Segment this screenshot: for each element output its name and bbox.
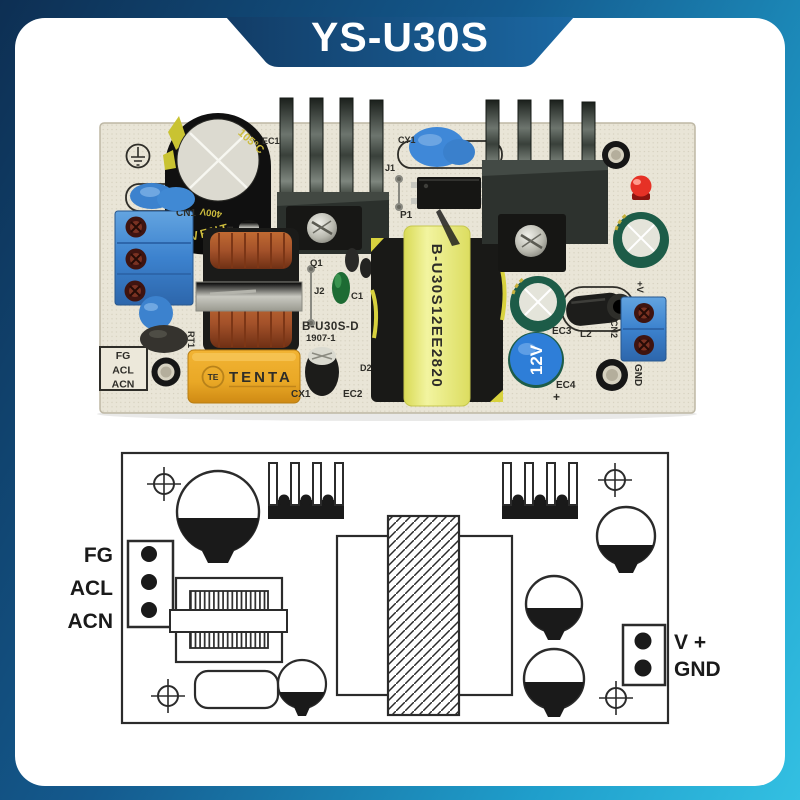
earth-symbol-icon bbox=[125, 143, 151, 169]
transformer: B-U30S12EE2820 bbox=[370, 225, 507, 407]
cap-rating-label: 400V bbox=[199, 205, 223, 219]
cx1-label: CX1 bbox=[291, 389, 311, 400]
gnd-silk: GND bbox=[632, 364, 643, 386]
mount-symbol-br bbox=[599, 681, 633, 715]
choke-clamp-band bbox=[195, 281, 303, 312]
mount-hole-tr bbox=[602, 141, 630, 169]
d2-label: D2 bbox=[360, 363, 372, 373]
twelve-v-label: 12V bbox=[527, 344, 546, 375]
thermistor-rt1 bbox=[140, 325, 188, 353]
small-cap-ec2 bbox=[305, 347, 339, 396]
rt1-label: RT1 bbox=[186, 331, 196, 348]
l2-label: L2 bbox=[580, 329, 592, 340]
transistor-q1 bbox=[345, 248, 372, 278]
output-terminal-cn2 bbox=[620, 296, 667, 362]
diagram-small-cap bbox=[276, 658, 328, 716]
heatsink-right bbox=[482, 99, 608, 272]
cn1-label: CN1 bbox=[176, 208, 196, 219]
diagram-heatsink-left bbox=[268, 462, 344, 519]
diagram-transformer bbox=[335, 514, 514, 717]
diagram-heatsink-right bbox=[502, 462, 578, 519]
led-red bbox=[630, 175, 652, 200]
film-capacitor-tenta: TE TENTA bbox=[187, 349, 301, 404]
cn2-label: CN2 bbox=[609, 320, 619, 338]
output-cap-ec4: 12V bbox=[508, 332, 564, 388]
input-terminal-cn1 bbox=[114, 210, 194, 306]
mount-symbols bbox=[147, 463, 633, 715]
acl-silk: ACL bbox=[112, 365, 134, 377]
mount-hole-br bbox=[596, 359, 628, 391]
vplus-silk: +V bbox=[634, 281, 645, 294]
diagram-output-terminal bbox=[621, 623, 667, 687]
tenta-brand: TENTA bbox=[229, 369, 293, 386]
diagram-acn-label: ACN bbox=[68, 610, 114, 633]
diagram-fg-label: FG bbox=[84, 544, 113, 567]
q1-label: Q1 bbox=[310, 258, 323, 269]
input-label-box-text: FG ACL ACN bbox=[112, 350, 135, 391]
title-banner bbox=[226, 17, 574, 67]
page-title: YS-U30S bbox=[311, 14, 489, 60]
diagram-cap-tr bbox=[595, 505, 657, 573]
diagram-input-terminal bbox=[126, 539, 175, 629]
c1-label: C1 bbox=[351, 291, 364, 302]
mount-symbol-tr bbox=[598, 463, 632, 497]
common-mode-choke bbox=[195, 228, 303, 352]
diagram-gnd-label: GND bbox=[674, 658, 721, 681]
green-cap-c1 bbox=[332, 272, 350, 304]
blue-disc-capacitors bbox=[130, 183, 195, 330]
input-label-box bbox=[99, 346, 148, 391]
ec4-label: EC4 bbox=[556, 380, 576, 391]
banner-tab-shape bbox=[226, 17, 574, 67]
ec1-label: EC1 bbox=[262, 136, 280, 146]
diagram-vplus-label: V + bbox=[674, 631, 706, 654]
fg-silk: FG bbox=[116, 350, 131, 362]
diagram-cap-mid bbox=[524, 574, 584, 640]
plus-output-label: + bbox=[553, 390, 560, 404]
diagram-choke bbox=[169, 576, 288, 664]
ec2-label: EC2 bbox=[343, 389, 363, 400]
pcb-photo: 105°C 400V VENT EC1 CN1 bbox=[97, 97, 697, 421]
mount-hole-bl bbox=[151, 357, 181, 387]
silkscreen-outlines bbox=[99, 140, 635, 391]
tenta-logo: TE bbox=[208, 372, 219, 382]
acn-silk: ACN bbox=[112, 379, 135, 391]
j2-label: J2 bbox=[314, 286, 325, 297]
j1-label: J1 bbox=[385, 163, 395, 173]
diagram-bulk-cap bbox=[175, 469, 261, 563]
output-cap-ec5 bbox=[613, 212, 669, 268]
jumper-wires bbox=[307, 175, 403, 327]
disc-cap-cy1 bbox=[409, 127, 475, 167]
diagram-cap-bot bbox=[522, 647, 586, 717]
diagram-acl-label: ACL bbox=[70, 577, 113, 600]
ec3-label: EC3 bbox=[552, 326, 572, 337]
output-cap-ec3 bbox=[510, 276, 566, 332]
transformer-label: B-U30S12EE2820 bbox=[428, 244, 445, 388]
p1-label: P1 bbox=[400, 210, 413, 221]
board-date: 1907-1 bbox=[306, 333, 336, 344]
mount-symbol-bl bbox=[151, 679, 185, 713]
terminal-screws bbox=[124, 216, 147, 302]
board-model: B-U30S-D bbox=[302, 321, 359, 333]
pcb-diagram: FG ACL ACN V + GND bbox=[68, 451, 721, 725]
mount-symbol-tl bbox=[147, 467, 181, 501]
cy1-label: CY1 bbox=[398, 135, 416, 145]
